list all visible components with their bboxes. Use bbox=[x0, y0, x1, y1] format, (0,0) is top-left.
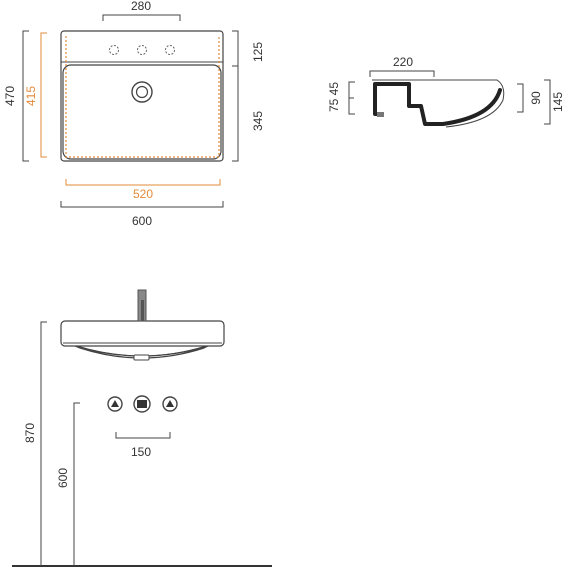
dim-label-depth-inner: 415 bbox=[24, 86, 38, 106]
dim-line-tap-span bbox=[102, 14, 181, 21]
dim-label-outlet-spacing: 150 bbox=[131, 445, 151, 459]
inner-dashed-boundary bbox=[65, 36, 220, 158]
wall-bracket bbox=[377, 112, 384, 117]
dim-line-basin-height bbox=[517, 83, 524, 113]
dim-line-back-front bbox=[232, 30, 239, 162]
outlet-center-grill-icon bbox=[137, 400, 147, 408]
drain-outer-icon bbox=[131, 81, 153, 103]
dim-label-inner-width: 520 bbox=[133, 187, 153, 201]
dim-label-drain-width: 220 bbox=[393, 55, 413, 69]
dim-line-depth-total bbox=[22, 30, 29, 162]
dim-line-outer-width bbox=[60, 201, 224, 208]
front-view: 870 600 150 bbox=[12, 289, 272, 567]
dim-label-basin-height: 90 bbox=[529, 91, 543, 105]
dim-line-install-height bbox=[40, 321, 47, 566]
dim-line-outlet-height bbox=[73, 402, 80, 566]
tap-hole-right-icon bbox=[165, 45, 175, 55]
basin-profile-outer bbox=[372, 79, 505, 128]
outlet-right-arrow-icon bbox=[166, 400, 174, 407]
faucet-body-icon bbox=[141, 300, 144, 321]
tap-hole-left-icon bbox=[109, 45, 119, 55]
side-section-view: 220 75 45 90 145 bbox=[327, 55, 565, 128]
basin-bowl-top bbox=[62, 64, 222, 160]
outlet-left-arrow-icon bbox=[111, 400, 119, 407]
basin-rim-front bbox=[60, 320, 225, 347]
dim-line-outlet-spacing bbox=[115, 432, 171, 439]
drain-waste-front bbox=[133, 354, 150, 361]
basin-profile-section bbox=[373, 82, 502, 126]
dim-label-total-height: 145 bbox=[551, 92, 565, 112]
dim-line-inner-width bbox=[65, 179, 221, 186]
drain-inner-icon bbox=[135, 85, 149, 99]
top-view: 280 470 415 125 345 520 600 bbox=[3, 0, 265, 228]
dim-label-tap-span: 280 bbox=[131, 0, 151, 13]
tap-hole-center-icon bbox=[137, 45, 147, 55]
dim-label-outer-width: 600 bbox=[132, 214, 152, 228]
dim-line-rim-heights bbox=[348, 81, 355, 115]
dim-label-install-height: 870 bbox=[23, 423, 37, 443]
dim-label-front-depth: 345 bbox=[251, 111, 265, 131]
dim-line-depth-inner bbox=[40, 32, 47, 158]
dim-label-rim-heights: 75 45 bbox=[327, 82, 341, 112]
dim-line-total-height bbox=[544, 79, 551, 125]
dim-label-outlet-height: 600 bbox=[56, 468, 70, 488]
dim-line-drain-width bbox=[369, 70, 435, 77]
dim-label-back-depth: 125 bbox=[251, 42, 265, 62]
dim-label-depth-total: 470 bbox=[3, 86, 17, 106]
